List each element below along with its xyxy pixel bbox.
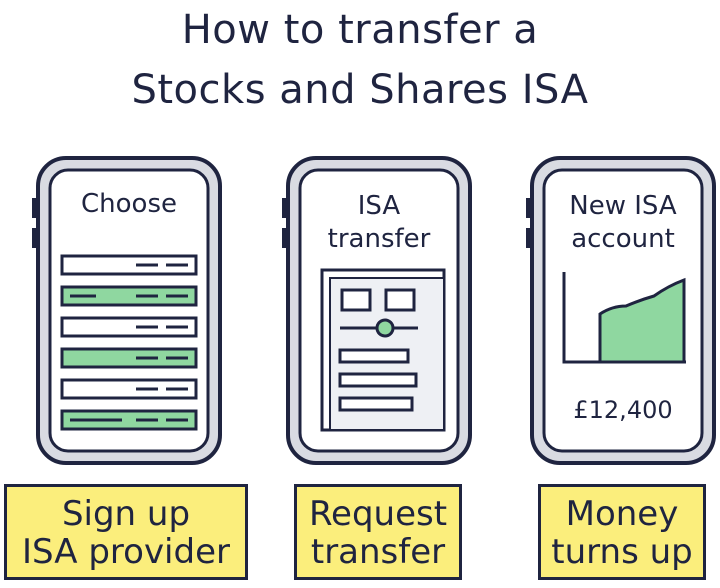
step-1-screen-text: Choose	[81, 189, 177, 219]
step-2-screen-text-line-2: transfer	[327, 224, 431, 254]
step-3-label-line-1: Money	[565, 494, 679, 534]
account-balance: £12,400	[573, 396, 673, 424]
step-3-screen-text-line-1: New ISA	[569, 191, 677, 221]
phone-3	[526, 156, 716, 465]
page-title-line-1: How to transfer a	[181, 7, 539, 53]
page-title-line-2: Stocks and Shares ISA	[131, 67, 589, 113]
growth-chart-icon	[562, 272, 686, 364]
step-1-label: Sign up ISA provider	[4, 484, 248, 580]
step-1-label-line-1: Sign up	[61, 494, 191, 534]
step-2-label: Request transfer	[294, 484, 462, 580]
step-3-label-line-2: turns up	[551, 532, 693, 572]
step-2-screen-text-line-1: ISA	[357, 191, 401, 221]
step-2-label-line-1: Request	[308, 494, 448, 534]
step-3-label: Money turns up	[538, 484, 706, 580]
transfer-form-icon	[320, 268, 446, 432]
phone-2	[282, 156, 472, 465]
step-1-label-line-2: ISA provider	[22, 532, 230, 572]
step-2-label-line-2: transfer	[310, 532, 446, 572]
step-3-screen-text-line-2: account	[571, 224, 675, 254]
phone-1	[32, 156, 222, 465]
provider-list-icon	[60, 254, 198, 431]
